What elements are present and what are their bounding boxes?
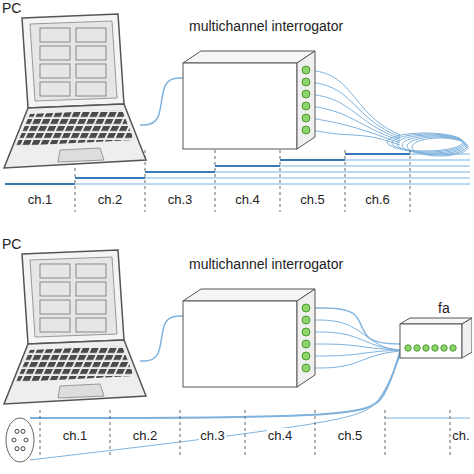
channel-label: ch.1 xyxy=(62,428,89,443)
channel-label: ch.1 xyxy=(27,192,54,207)
channel-label: ch.6 xyxy=(364,192,391,207)
cable xyxy=(315,308,408,344)
fanout-box: fa xyxy=(398,300,472,362)
channel-label: ch.2 xyxy=(132,428,159,443)
device-label: PC xyxy=(0,0,150,17)
intr-drawing xyxy=(175,256,335,391)
cable xyxy=(140,316,183,361)
channel-label: ch.3 xyxy=(199,428,226,443)
device-heading: multichannel interrogator xyxy=(175,256,335,273)
channel-label: ch.4 xyxy=(234,192,261,207)
cable xyxy=(140,78,183,125)
channel-label: ch.5 xyxy=(299,192,326,207)
pc-laptop: PC xyxy=(0,0,150,172)
pc-drawing xyxy=(0,236,150,408)
interrogator-box: multichannel interrogator xyxy=(175,18,335,153)
channel-label: ch. xyxy=(451,428,470,443)
channel-label: ch.5 xyxy=(337,428,364,443)
intr-drawing xyxy=(175,18,335,153)
interrogator-box: multichannel interrogator xyxy=(175,256,335,391)
fan-drawing xyxy=(398,300,472,362)
channel-label: ch.4 xyxy=(267,428,294,443)
pc-drawing xyxy=(0,0,150,172)
channel-label: ch.2 xyxy=(97,192,124,207)
pc-laptop: PC xyxy=(0,236,150,408)
device-heading: multichannel interrogator xyxy=(175,18,335,35)
device-label: PC xyxy=(0,236,150,253)
device-heading: fa xyxy=(398,300,472,317)
channel-label: ch.3 xyxy=(167,192,194,207)
